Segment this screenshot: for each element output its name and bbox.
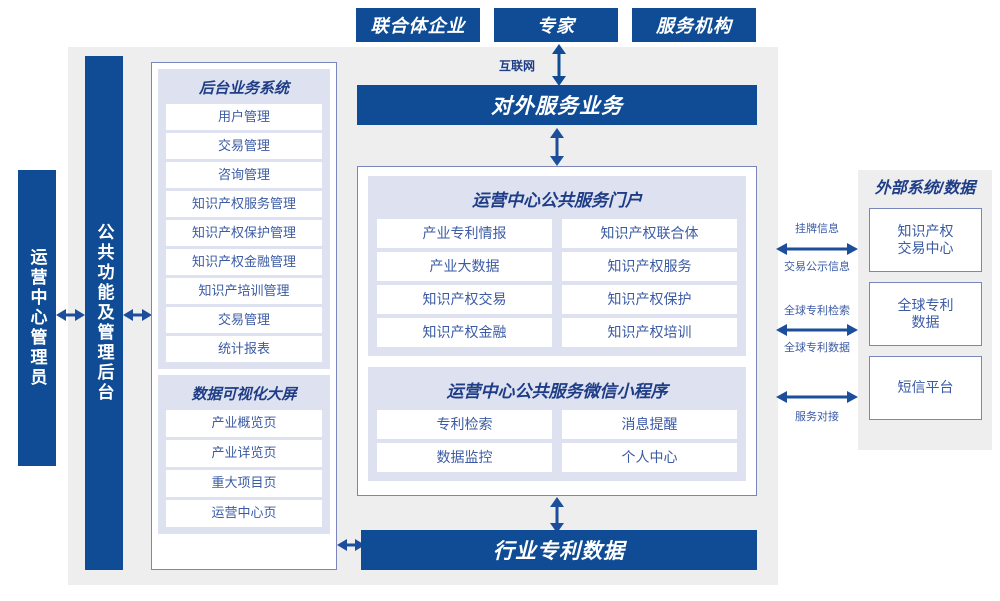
portal-item-label: 知识产权培训 (607, 323, 692, 340)
backend-item[interactable]: 知识产权保护管理 (166, 220, 322, 246)
portal-item-label: 知识产权服务 (607, 257, 692, 274)
backend-item-label: 知识产培训管理 (198, 282, 290, 298)
backend-item[interactable]: 统计报表 (166, 336, 322, 362)
portal-item-label: 知识产权金融 (422, 323, 507, 340)
internet-label: 互联网 (498, 59, 535, 73)
dataviz-item-label: 运营中心页 (211, 505, 277, 521)
actor-label: 专家 (537, 16, 575, 36)
industry-patent-data-label: 行业专利数据 (493, 540, 625, 563)
actor-box-consortium[interactable]: 联合体企业 (356, 8, 480, 42)
external-item-line1: 全球专利 (897, 296, 954, 313)
connector-label-service-docking: 服务对接 (795, 411, 839, 423)
external-connector-arrow-icon (776, 240, 858, 258)
portal-item[interactable]: 产业专利情报 (377, 219, 552, 248)
backend-item-label: 统计报表 (217, 340, 270, 356)
portal-item-label: 知识产权保护 (607, 290, 692, 307)
portal-item-label: 知识产权交易 (422, 290, 507, 307)
dataviz-group-title: 数据可视化大屏 (191, 386, 297, 403)
backend-item-label: 交易管理 (217, 311, 270, 327)
backend-item[interactable]: 知识产权服务管理 (166, 191, 322, 217)
miniprogram-item-label: 专利检索 (436, 415, 493, 432)
backend-item[interactable]: 知识产权金融管理 (166, 249, 322, 275)
dataviz-item-list: 产业概览页 产业详览页 重大项目页 运营中心页 (166, 410, 322, 527)
external-service-bar[interactable]: 对外服务业务 (357, 85, 757, 125)
external-connector-arrow-icon (776, 321, 858, 339)
backend-item-label: 咨询管理 (217, 166, 270, 182)
portal-group-title: 运营中心公共服务门户 (472, 191, 642, 210)
miniprogram-item[interactable]: 数据监控 (377, 443, 552, 472)
operator-admin-label: 运营中心管理员 (27, 248, 47, 388)
connector-label-global-patent-data: 全球专利数据 (784, 342, 850, 354)
external-item-ip-exchange[interactable]: 知识产权 交易中心 (869, 208, 982, 272)
dataviz-item[interactable]: 重大项目页 (166, 470, 322, 497)
backend-item-label: 交易管理 (217, 137, 270, 153)
operator-admin-bar[interactable]: 运营中心管理员 (18, 170, 56, 466)
external-connector-arrow-icon (776, 388, 858, 406)
miniprogram-item-label: 数据监控 (436, 448, 493, 465)
backend-item-list: 用户管理 交易管理 咨询管理 知识产权服务管理 知识产权保护管理 知识产权金融管… (166, 104, 322, 362)
portal-item[interactable]: 知识产权保护 (562, 285, 737, 314)
portal-item[interactable]: 知识产权金融 (377, 318, 552, 347)
portal-item[interactable]: 产业大数据 (377, 252, 552, 281)
backend-item-label: 知识产权保护管理 (191, 224, 296, 240)
backend-systems-container: 后台业务系统 用户管理 交易管理 咨询管理 知识产权服务管理 知识产权保护管理 … (151, 62, 337, 570)
external-service-label: 对外服务业务 (491, 95, 623, 118)
backend-item[interactable]: 交易管理 (166, 133, 322, 159)
actor-box-expert[interactable]: 专家 (494, 8, 618, 42)
dataviz-item-label: 重大项目页 (211, 475, 277, 491)
actor-box-service-agency[interactable]: 服务机构 (632, 8, 756, 42)
external-item-global-patent-data[interactable]: 全球专利 数据 (869, 282, 982, 346)
backend-item[interactable]: 交易管理 (166, 307, 322, 333)
miniprogram-item[interactable]: 消息提醒 (562, 410, 737, 439)
miniprogram-group-title: 运营中心公共服务微信小程序 (446, 382, 668, 401)
backend-item-label: 用户管理 (217, 108, 270, 124)
external-item-sms-platform[interactable]: 短信平台 (869, 356, 982, 420)
backend-item[interactable]: 用户管理 (166, 104, 322, 130)
connector-label-trade-public-info: 交易公示信息 (784, 261, 850, 273)
backend-item[interactable]: 知识产培训管理 (166, 278, 322, 304)
portal-item[interactable]: 知识产权联合体 (562, 219, 737, 248)
actor-label: 服务机构 (656, 16, 732, 36)
common-functions-bar[interactable]: 公共功能及管理后台 (85, 56, 123, 570)
miniprogram-item-label: 个人中心 (621, 448, 678, 465)
external-item-line1: 短信平台 (897, 379, 954, 396)
connector-label-listing-info: 挂牌信息 (795, 223, 839, 235)
external-item-line2: 数据 (911, 314, 940, 330)
public-services-container: 运营中心公共服务门户 产业专利情报 知识产权联合体 产业大数据 知识产权服务 知… (357, 166, 757, 496)
miniprogram-item[interactable]: 个人中心 (562, 443, 737, 472)
portal-item[interactable]: 知识产权交易 (377, 285, 552, 314)
backend-item[interactable]: 咨询管理 (166, 162, 322, 188)
common-functions-label: 公共功能及管理后台 (94, 223, 114, 403)
dataviz-item[interactable]: 产业详览页 (166, 440, 322, 467)
external-item-line1: 知识产权 (897, 222, 954, 239)
industry-patent-data-bar[interactable]: 行业专利数据 (361, 530, 757, 570)
portal-item[interactable]: 知识产权服务 (562, 252, 737, 281)
connector-label-global-patent-search: 全球专利检索 (784, 305, 850, 317)
miniprogram-item-grid: 专利检索 消息提醒 数据监控 个人中心 (377, 410, 737, 472)
miniprogram-item-label: 消息提醒 (621, 415, 678, 432)
actor-label: 联合体企业 (370, 16, 466, 36)
portal-item[interactable]: 知识产权培训 (562, 318, 737, 347)
backend-item-label: 知识产权服务管理 (191, 195, 296, 211)
miniprogram-item[interactable]: 专利检索 (377, 410, 552, 439)
portal-item-label: 产业专利情报 (422, 224, 507, 241)
portal-item-label: 产业大数据 (429, 257, 500, 274)
backend-item-label: 知识产权金融管理 (191, 253, 296, 269)
external-panel-title: 外部系统/数据 (874, 180, 976, 197)
dataviz-item-label: 产业详览页 (211, 445, 277, 461)
dataviz-item[interactable]: 产业概览页 (166, 410, 322, 437)
portal-group: 运营中心公共服务门户 产业专利情报 知识产权联合体 产业大数据 知识产权服务 知… (368, 176, 746, 356)
portal-item-grid: 产业专利情报 知识产权联合体 产业大数据 知识产权服务 知识产权交易 知识产权保… (377, 219, 737, 347)
miniprogram-group: 运营中心公共服务微信小程序 专利检索 消息提醒 数据监控 个人中心 (368, 367, 746, 481)
backend-group-title: 后台业务系统 (198, 80, 289, 97)
portal-item-label: 知识产权联合体 (600, 224, 699, 241)
dataviz-item-label: 产业概览页 (211, 415, 277, 431)
backend-business-group: 后台业务系统 用户管理 交易管理 咨询管理 知识产权服务管理 知识产权保护管理 … (158, 69, 330, 369)
external-item-line2: 交易中心 (897, 240, 954, 256)
dataviz-group: 数据可视化大屏 产业概览页 产业详览页 重大项目页 运营中心页 (158, 375, 330, 534)
dataviz-item[interactable]: 运营中心页 (166, 500, 322, 527)
